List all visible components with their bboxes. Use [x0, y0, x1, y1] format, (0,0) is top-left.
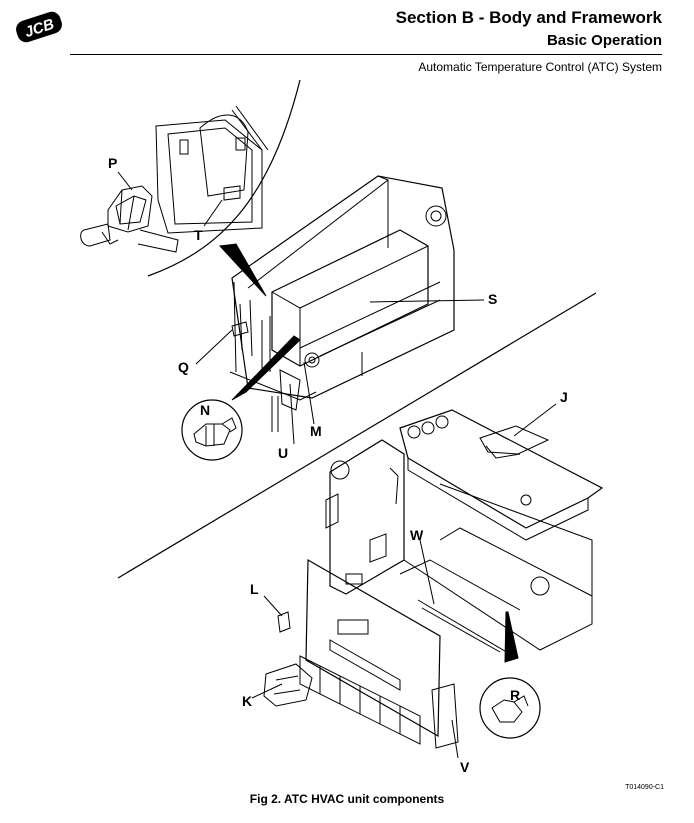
- callout-j: J: [560, 389, 568, 405]
- callout-s: S: [488, 291, 497, 307]
- detail-r-pointer: [504, 611, 519, 663]
- figure-reference: T014090-C1: [625, 784, 664, 791]
- lower-lid: [399, 409, 604, 541]
- callout-v: V: [460, 759, 470, 775]
- part-l: [277, 611, 291, 633]
- callout-m: M: [310, 423, 322, 439]
- hvac-exploded-diagram: P T S Q N U M J W L K R V: [80, 80, 604, 775]
- inset-detail: [80, 80, 301, 277]
- callout-l: L: [250, 581, 259, 597]
- callout-w: W: [410, 527, 424, 543]
- callout-r: R: [510, 687, 520, 703]
- callout-p: P: [108, 155, 117, 171]
- lower-case: [325, 439, 593, 655]
- callout-q: Q: [178, 359, 189, 375]
- header-rule: [70, 54, 662, 55]
- leader-lines: [117, 171, 557, 759]
- part-k: [263, 663, 313, 707]
- callout-u: U: [278, 445, 288, 461]
- detail-r: [479, 677, 541, 739]
- callout-k: K: [242, 693, 252, 709]
- control-board: [299, 558, 459, 749]
- section-title: Section B - Body and Framework: [395, 8, 662, 27]
- callout-t: T: [194, 227, 203, 243]
- separator-line: [117, 292, 597, 579]
- figure-caption: Fig 2. ATC HVAC unit components: [249, 792, 445, 806]
- section-subtitle: Basic Operation: [546, 32, 662, 49]
- detail-n: [181, 399, 243, 461]
- upper-housing: [229, 175, 455, 432]
- callout-labels: P T S Q N U M J W L K R V: [108, 155, 568, 775]
- section-description: Automatic Temperature Control (ATC) Syst…: [418, 60, 662, 74]
- callout-n: N: [200, 402, 210, 418]
- jcb-logo: JCB: [16, 11, 62, 43]
